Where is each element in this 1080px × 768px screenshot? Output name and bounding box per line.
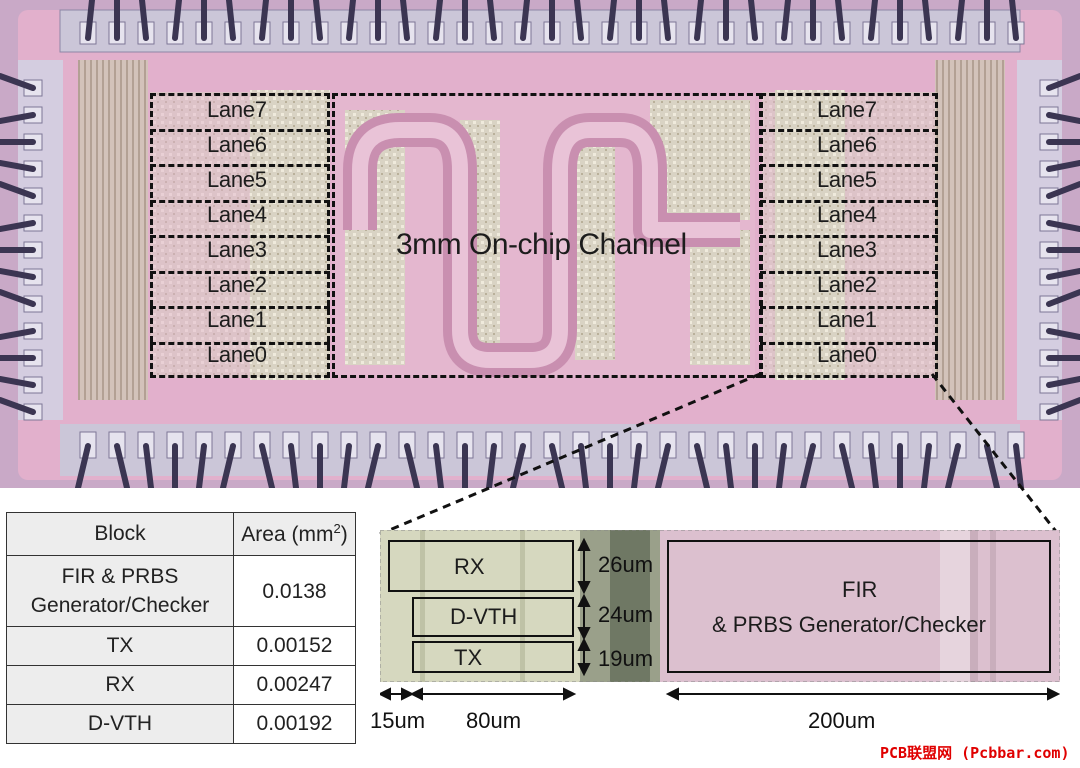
width-200: 200um bbox=[808, 708, 876, 733]
rx-label: RX bbox=[454, 554, 485, 579]
lane-label-lane3: Lane3 bbox=[207, 237, 267, 262]
area-cell: 0.00192 bbox=[233, 704, 356, 744]
block-cell: D-VTH bbox=[6, 704, 234, 744]
lane-label-lane6: Lane6 bbox=[207, 132, 267, 157]
lane-divider bbox=[150, 270, 330, 274]
tx-label: TX bbox=[454, 645, 483, 670]
lane-divider bbox=[150, 164, 330, 167]
block-cell: RX bbox=[6, 665, 234, 705]
width-arrows bbox=[380, 687, 1060, 701]
zoom-detail-panel: RX D-VTH TX FIR & PRBS Generator/Checker… bbox=[380, 530, 1060, 682]
lane-label-lane4: Lane4 bbox=[817, 202, 877, 227]
lane-divider bbox=[760, 341, 938, 345]
dvth-label: D-VTH bbox=[450, 604, 518, 629]
lane-label-lane1: Lane1 bbox=[817, 307, 877, 332]
lane-label-lane6: Lane6 bbox=[817, 132, 877, 157]
height-dvth: 24um bbox=[598, 602, 654, 627]
lane-divider bbox=[150, 306, 330, 309]
lane-divider bbox=[760, 235, 938, 238]
lane-label-lane2: Lane2 bbox=[207, 272, 267, 297]
lane-divider bbox=[150, 341, 330, 345]
tx-block bbox=[412, 641, 574, 673]
fir-block bbox=[667, 540, 1051, 673]
rx-block bbox=[388, 540, 574, 592]
lane-divider bbox=[760, 270, 938, 274]
lane-label-lane5: Lane5 bbox=[207, 167, 267, 192]
lane-divider bbox=[760, 199, 938, 203]
channel-label: 3mm On-chip Channel bbox=[396, 228, 687, 261]
fir-label-line1: FIR bbox=[842, 577, 878, 602]
width-15: 15um bbox=[370, 708, 426, 733]
lane-label-lane2: Lane2 bbox=[817, 272, 877, 297]
lane-divider bbox=[150, 235, 330, 238]
lane-divider bbox=[760, 128, 938, 132]
lane-divider bbox=[150, 128, 330, 132]
fir-label-line2: & PRBS Generator/Checker bbox=[712, 612, 986, 637]
zoom-detail-image bbox=[380, 530, 1060, 682]
lane-label-lane7: Lane7 bbox=[207, 97, 267, 122]
lane-label-lane0: Lane0 bbox=[207, 342, 267, 367]
table-row: D-VTH 0.00192 bbox=[6, 704, 356, 744]
table-row: TX 0.00152 bbox=[6, 626, 356, 666]
width-80: 80um bbox=[466, 708, 522, 733]
header-area: Area (mm2) bbox=[233, 512, 356, 556]
lane-label-lane7: Lane7 bbox=[817, 97, 877, 122]
height-arrows bbox=[577, 537, 591, 677]
table-row: FIR & PRBS Generator/Checker 0.0138 bbox=[6, 555, 356, 627]
block-cell: FIR & PRBS Generator/Checker bbox=[6, 555, 234, 627]
lane-label-lane0: Lane0 bbox=[817, 342, 877, 367]
height-rx: 26um bbox=[598, 552, 654, 577]
dvth-block bbox=[412, 597, 574, 637]
lane-divider bbox=[760, 164, 938, 167]
table-row: RX 0.00247 bbox=[6, 665, 356, 705]
height-tx: 19um bbox=[598, 646, 654, 671]
area-cell: 0.00247 bbox=[233, 665, 356, 705]
area-table: Block Area (mm2) FIR & PRBS Generator/Ch… bbox=[6, 512, 356, 744]
area-cell: 0.00152 bbox=[233, 626, 356, 666]
header-block: Block bbox=[6, 512, 234, 556]
area-cell: 0.0138 bbox=[233, 555, 356, 627]
watermark: PCB联盟网 (Pcbbar.com) bbox=[880, 744, 1070, 762]
lane-divider bbox=[760, 306, 938, 309]
lane-label-lane3: Lane3 bbox=[817, 237, 877, 262]
lane-label-lane1: Lane1 bbox=[207, 307, 267, 332]
block-cell: TX bbox=[6, 626, 234, 666]
lane-divider bbox=[150, 199, 330, 203]
lane-label-lane4: Lane4 bbox=[207, 202, 267, 227]
lane-label-lane5: Lane5 bbox=[817, 167, 877, 192]
